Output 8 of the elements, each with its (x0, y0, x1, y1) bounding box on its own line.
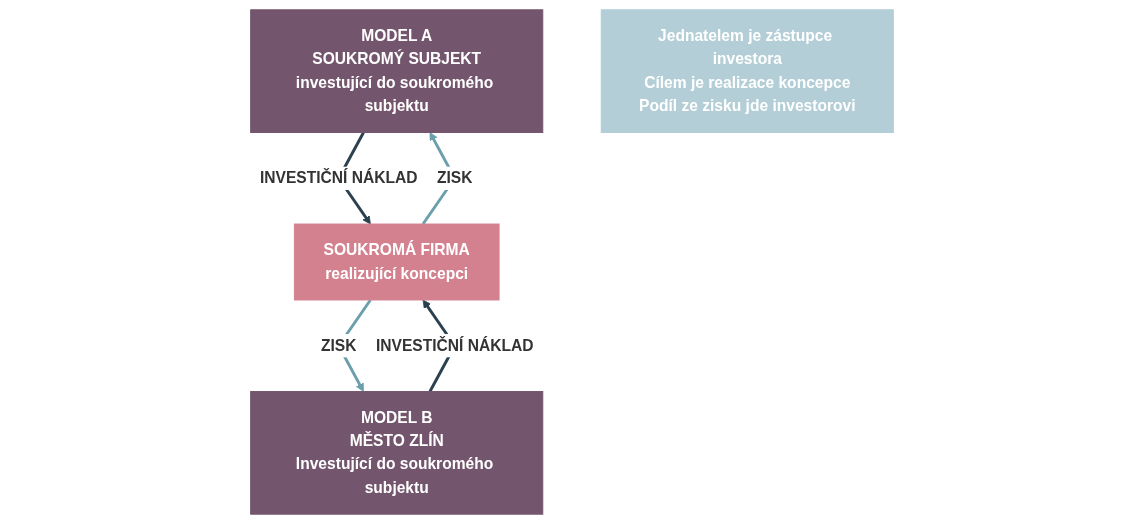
node-box: SOUKROMÁ FIRMA realizující koncepci (293, 223, 500, 301)
node-box: Jednatelem je zástupce investora Cílem je realizace koncepce Podíl ze zisku jde investorovi (600, 9, 894, 133)
edge-label: ZISK (320, 336, 357, 354)
edge-label: INVESTIČNÍ NÁKLAD (259, 169, 418, 187)
edge-label: INVESTIČNÍ NÁKLAD (375, 336, 534, 354)
node-box: MODEL B MĚSTO ZLÍN Investující do soukromého subjektu (250, 391, 544, 515)
edge-label: ZISK (436, 169, 473, 187)
node-box: MODEL A SOUKROMÝ SUBJEKT investující do soukromého subjektu (250, 9, 544, 133)
